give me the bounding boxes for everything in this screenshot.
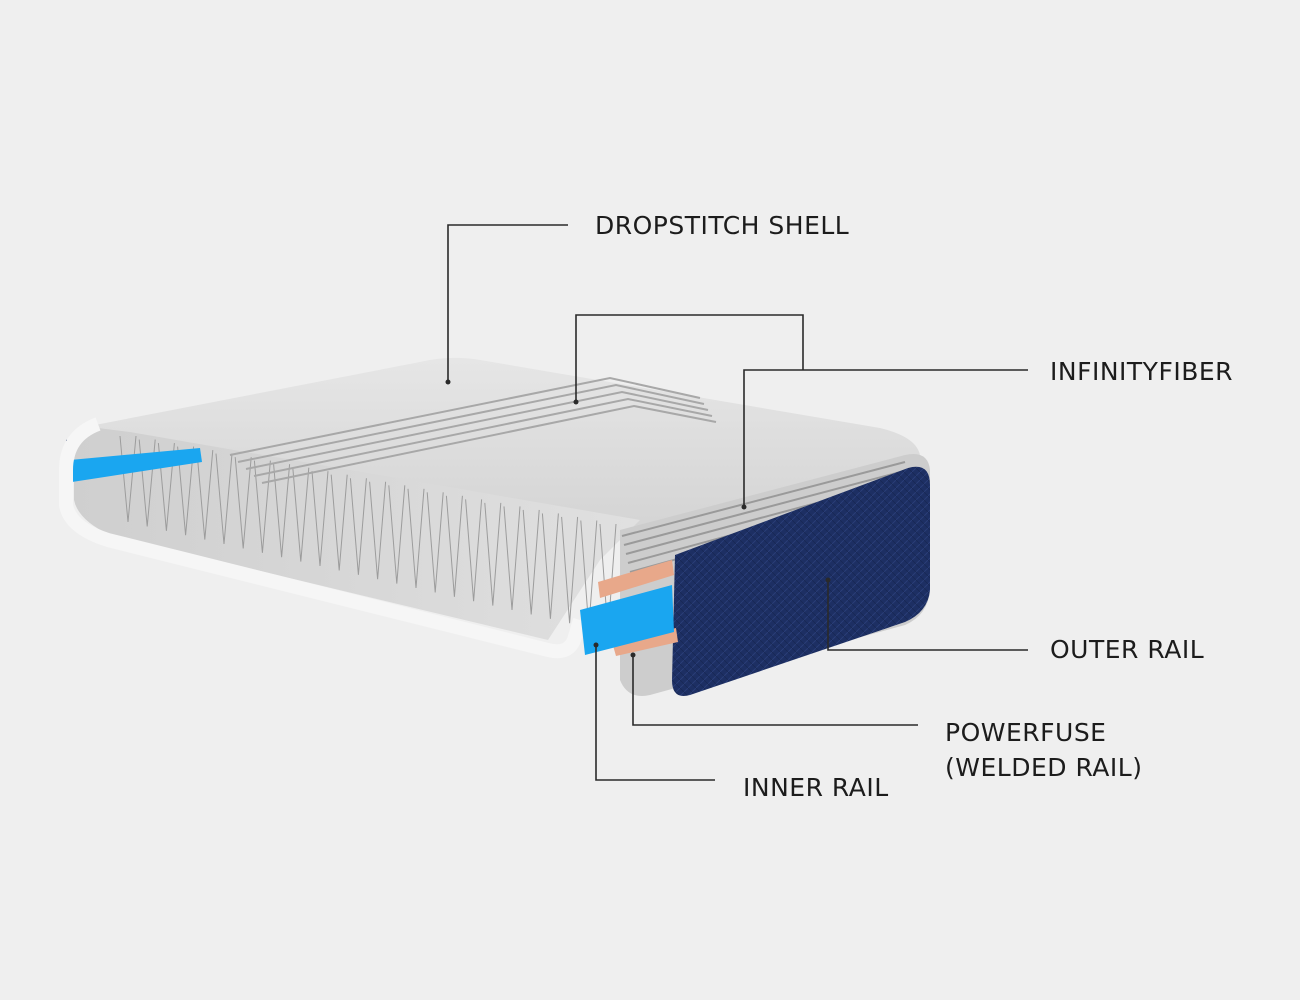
label-dropstitch-shell-text: DROPSTITCH SHELL — [595, 211, 850, 240]
label-inner-rail-text: INNER RAIL — [743, 773, 889, 802]
leader-lines — [445, 224, 1028, 781]
label-inner-rail: INNER RAIL — [743, 770, 889, 805]
outer-rail — [672, 466, 930, 696]
leader-inner-rail — [595, 645, 715, 781]
inner-rail-right — [580, 585, 674, 655]
label-powerfuse-line1: POWERFUSE — [945, 718, 1107, 747]
label-infinityfiber-text: INFINITYFIBER — [1050, 357, 1234, 386]
infinityfiber-bands-top — [229, 376, 717, 484]
label-outer-rail-text: OUTER RAIL — [1050, 635, 1205, 664]
board-top-surface — [95, 357, 921, 530]
label-dropstitch-shell: DROPSTITCH SHELL — [595, 208, 849, 243]
leader-dropstitch-shell — [447, 224, 568, 380]
label-powerfuse-line2: (WELDED RAIL) — [945, 753, 1143, 782]
leader-infinityfiber — [743, 369, 1028, 505]
leader-outer-rail — [827, 580, 1028, 651]
leader-infinityfiber-top — [575, 314, 804, 400]
label-powerfuse: POWERFUSE (WELDED RAIL) — [945, 715, 1142, 785]
dropstitch-threads — [119, 435, 617, 633]
board-inner-cavity — [73, 428, 640, 640]
dropstitch-thread-path — [119, 435, 617, 633]
leader-powerfuse — [632, 655, 918, 726]
inner-rail-left — [70, 448, 202, 482]
shell-outline — [59, 417, 587, 659]
label-infinityfiber: INFINITYFIBER — [1050, 354, 1233, 389]
powerfuse-upper — [598, 560, 674, 598]
label-outer-rail: OUTER RAIL — [1050, 632, 1204, 667]
